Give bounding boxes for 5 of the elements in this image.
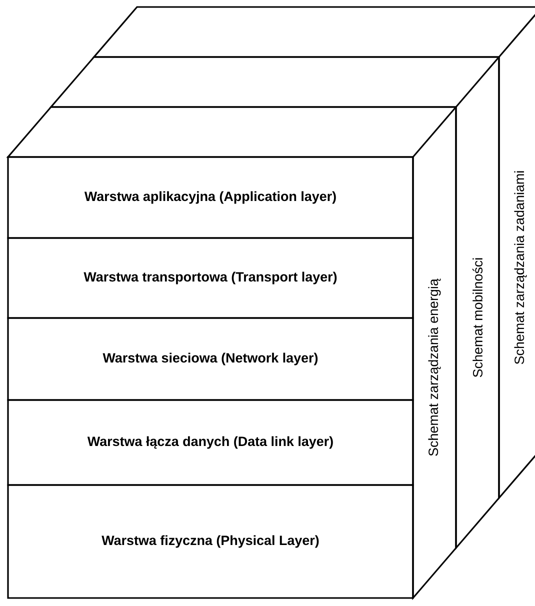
layer-box: Warstwa fizyczna (Physical Layer)	[7, 484, 414, 599]
layer-box: Warstwa transportowa (Transport layer)	[7, 237, 414, 319]
layer-box: Warstwa łącza danych (Data link layer)	[7, 399, 414, 486]
layer-box: Warstwa sieciowa (Network layer)	[7, 317, 414, 401]
layer-box: Warstwa aplikacyjna (Application layer)	[7, 156, 414, 239]
